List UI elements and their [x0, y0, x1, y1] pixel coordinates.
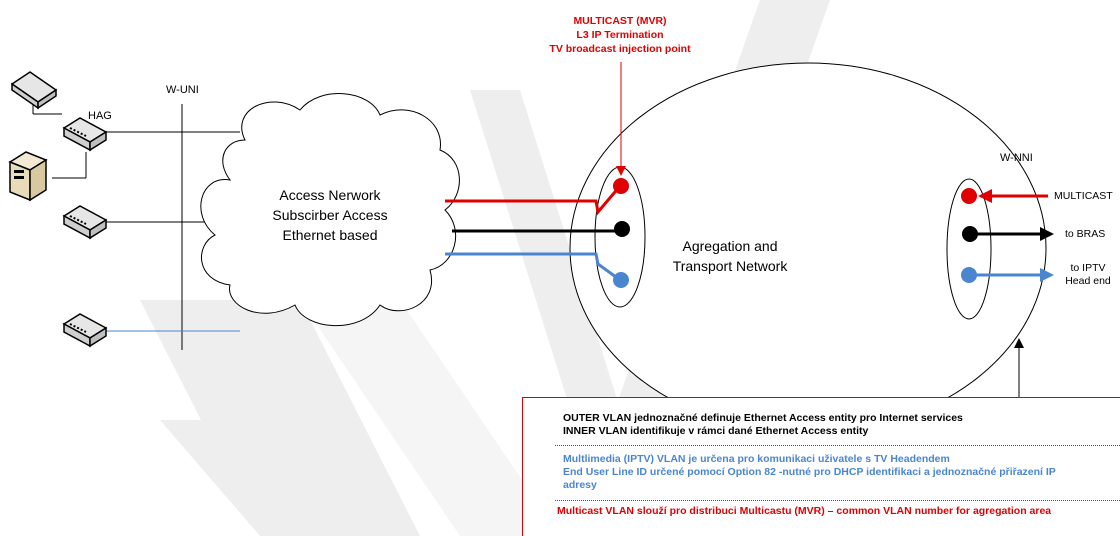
egress-iptv-dot [961, 267, 977, 283]
multicast-in-arrow-head [978, 189, 992, 203]
annotation-line-1: MULTICAST (MVR) [573, 15, 667, 27]
egress-bras-dot [962, 226, 978, 242]
to-iptv-line-2: Head end [1065, 275, 1111, 287]
info-pointer-head [1014, 338, 1024, 348]
access-network-line-1: Access Nerwork [279, 187, 381, 203]
injection-point-annotation: MULTICAST (MVR) L3 IP Termination TV bro… [470, 14, 770, 56]
line-id-text-cont: adresy [563, 479, 597, 491]
to-iptv-label: to IPTV Head end [1058, 262, 1118, 288]
outer-vlan-text: OUTER VLAN jednoznačné definuje Ethernet… [563, 412, 963, 424]
outer-inner-vlan-section: OUTER VLAN jednoznačné definuje Ethernet… [563, 412, 963, 438]
w-uni-label: W-UNI [166, 84, 199, 96]
to-iptv-line-1: to IPTV [1070, 262, 1106, 274]
egress-multicast-dot [961, 188, 977, 204]
access-network-label: Access Nerwork Subscirber Access Etherne… [245, 185, 415, 245]
multicast-right-label: MULTICAST [1054, 190, 1113, 202]
multicast-vlan-text: Multicast VLAN slouží pro distribuci Mul… [557, 505, 1052, 517]
access-network-line-2: Subscirber Access [272, 207, 388, 223]
ingress-multicast-dot [613, 178, 629, 194]
vlan-info-box: OUTER VLAN jednoznačné definuje Ethernet… [522, 397, 1120, 536]
info-divider-1 [555, 445, 1120, 446]
agregation-line-1: Agregation and [682, 238, 778, 254]
to-bras-label: to BRAS [1065, 228, 1106, 240]
line-id-text: End User Line ID určené pomocí Option 82… [563, 466, 1056, 478]
server-icon [10, 71, 58, 110]
access-switch-3-icon [62, 313, 108, 348]
info-divider-2 [555, 500, 1120, 501]
w-nni-label: W-NNI [1000, 152, 1033, 164]
multimedia-vlan-text: Multlimedia (IPTV) VLAN je určena pro ko… [563, 453, 950, 465]
access-switch-2-icon [62, 205, 108, 240]
agregation-line-2: Transport Network [672, 258, 788, 274]
bras-out-arrow-head [1040, 227, 1054, 241]
hag-label: HAG [88, 110, 112, 122]
ingress-bras-dot [614, 221, 630, 237]
pc-tower-icon [8, 151, 48, 202]
annotation-line-2: L3 IP Termination [576, 29, 664, 41]
egress-port-group [946, 178, 992, 320]
agregation-label: Agregation and Transport Network [650, 236, 810, 276]
multimedia-vlan-section: Multlimedia (IPTV) VLAN je určena pro ko… [563, 453, 1119, 492]
ingress-iptv-dot [613, 272, 629, 288]
inner-vlan-text: INNER VLAN identifikuje v rámci dané Eth… [563, 425, 869, 437]
multicast-link [445, 185, 622, 216]
access-network-line-3: Ethernet based [282, 227, 378, 243]
access-network-cloud [200, 93, 460, 327]
injection-arrow-head [616, 166, 626, 176]
iptv-out-arrow-head [1040, 268, 1054, 282]
iptv-link [445, 252, 621, 282]
annotation-line-3: TV broadcast injection point [549, 43, 691, 55]
hag-switch-icon [62, 117, 108, 152]
